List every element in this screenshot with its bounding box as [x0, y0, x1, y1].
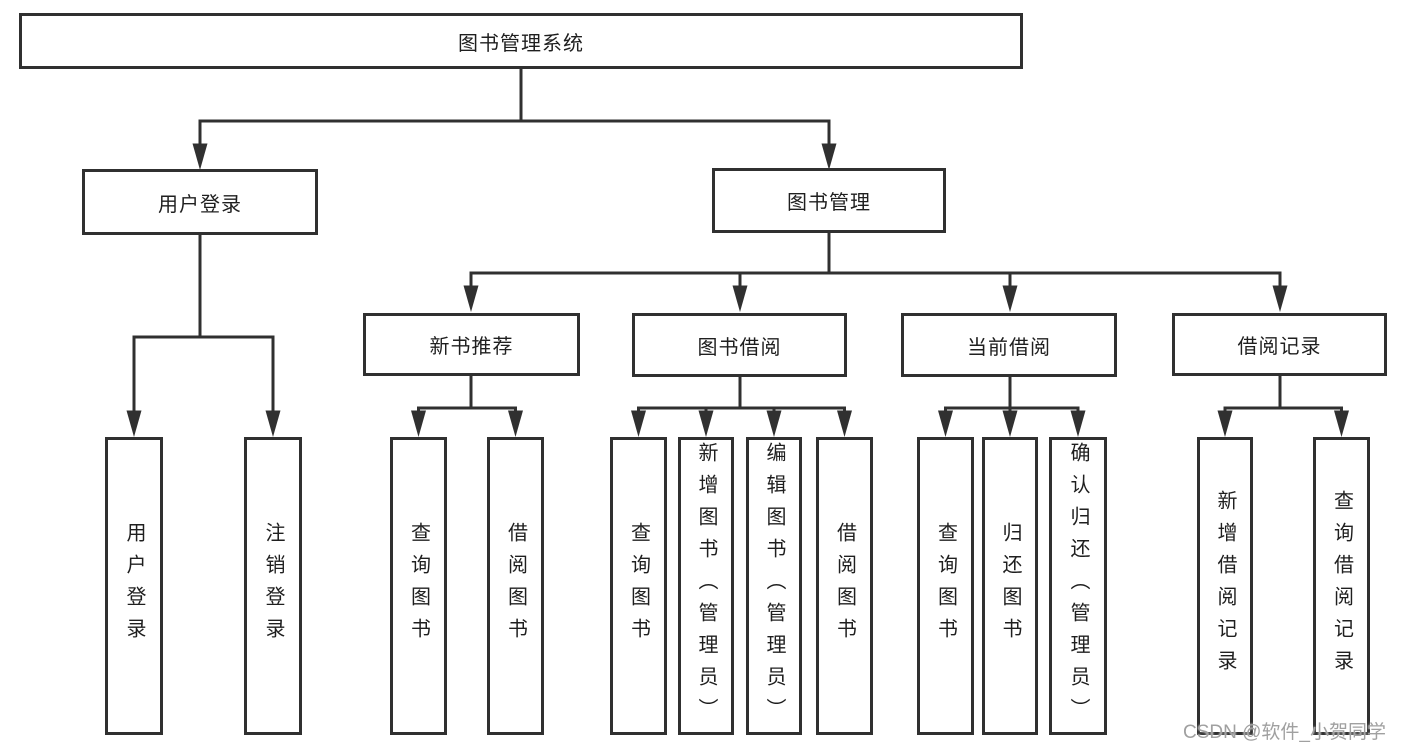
node-current-borrowing: 当前借阅 [901, 313, 1117, 377]
leaf-borrowing-query-books: 查询图书 [610, 437, 667, 735]
node-book-borrowing: 图书借阅 [632, 313, 847, 377]
node-book-borrowing-label: 图书借阅 [697, 336, 782, 359]
node-new-book-recommend-label: 新书推荐 [429, 336, 514, 358]
leaf-newbook-query-books: 查询图书 [390, 437, 447, 735]
leaf-newbook-query-books-label: 查询图书 [407, 522, 430, 650]
leaf-logout: 注销登录 [244, 437, 302, 735]
leaf-records-add-record-label: 新增借阅记录 [1214, 490, 1236, 682]
leaf-borrowing-add-books-admin-label: 新增图书（管理员） [695, 442, 717, 730]
leaf-current-return-books-label: 归还图书 [999, 522, 1021, 650]
leaf-current-return-books: 归还图书 [982, 437, 1038, 735]
leaf-borrowing-add-books-admin: 新增图书（管理员） [678, 437, 734, 735]
node-borrow-records: 借阅记录 [1172, 313, 1387, 376]
leaf-user-login-label: 用户登录 [123, 522, 145, 650]
leaf-borrowing-borrow-books: 借阅图书 [816, 437, 873, 735]
leaf-borrowing-edit-books-admin: 编辑图书（管理员） [746, 437, 802, 735]
arrowheads [126, 143, 1349, 437]
leaf-borrowing-query-books-label: 查询图书 [627, 522, 650, 650]
leaf-current-confirm-return-admin: 确认归还（管理员） [1049, 437, 1107, 735]
leaf-newbook-borrow-books: 借阅图书 [487, 437, 544, 735]
node-new-book-recommend: 新书推荐 [363, 313, 580, 376]
node-user-login: 用户登录 [82, 169, 318, 235]
node-library-system-label: 图书管理系统 [458, 32, 584, 55]
leaf-records-query-record: 查询借阅记录 [1313, 437, 1370, 735]
node-borrow-records-label: 借阅记录 [1237, 336, 1322, 358]
csdn-watermark: CSDN @软件_小贺同学 [1183, 722, 1386, 743]
leaf-current-query-books-label: 查询图书 [934, 522, 957, 650]
leaf-records-query-record-label: 查询借阅记录 [1330, 490, 1353, 682]
leaf-borrowing-edit-books-admin-label: 编辑图书（管理员） [763, 442, 785, 730]
leaf-current-confirm-return-admin-label: 确认归还（管理员） [1067, 442, 1089, 730]
node-book-management: 图书管理 [712, 168, 946, 233]
leaf-current-query-books: 查询图书 [917, 437, 974, 735]
node-current-borrowing-label: 当前借阅 [967, 336, 1051, 359]
leaf-records-add-record: 新增借阅记录 [1197, 437, 1253, 735]
node-book-management-label: 图书管理 [787, 192, 871, 214]
leaf-user-login: 用户登录 [105, 437, 163, 735]
node-user-login-label: 用户登录 [158, 193, 242, 216]
leaf-logout-label: 注销登录 [262, 522, 284, 650]
leaf-newbook-borrow-books-label: 借阅图书 [504, 522, 527, 650]
node-library-system: 图书管理系统 [19, 13, 1023, 69]
leaf-borrowing-borrow-books-label: 借阅图书 [833, 522, 856, 650]
